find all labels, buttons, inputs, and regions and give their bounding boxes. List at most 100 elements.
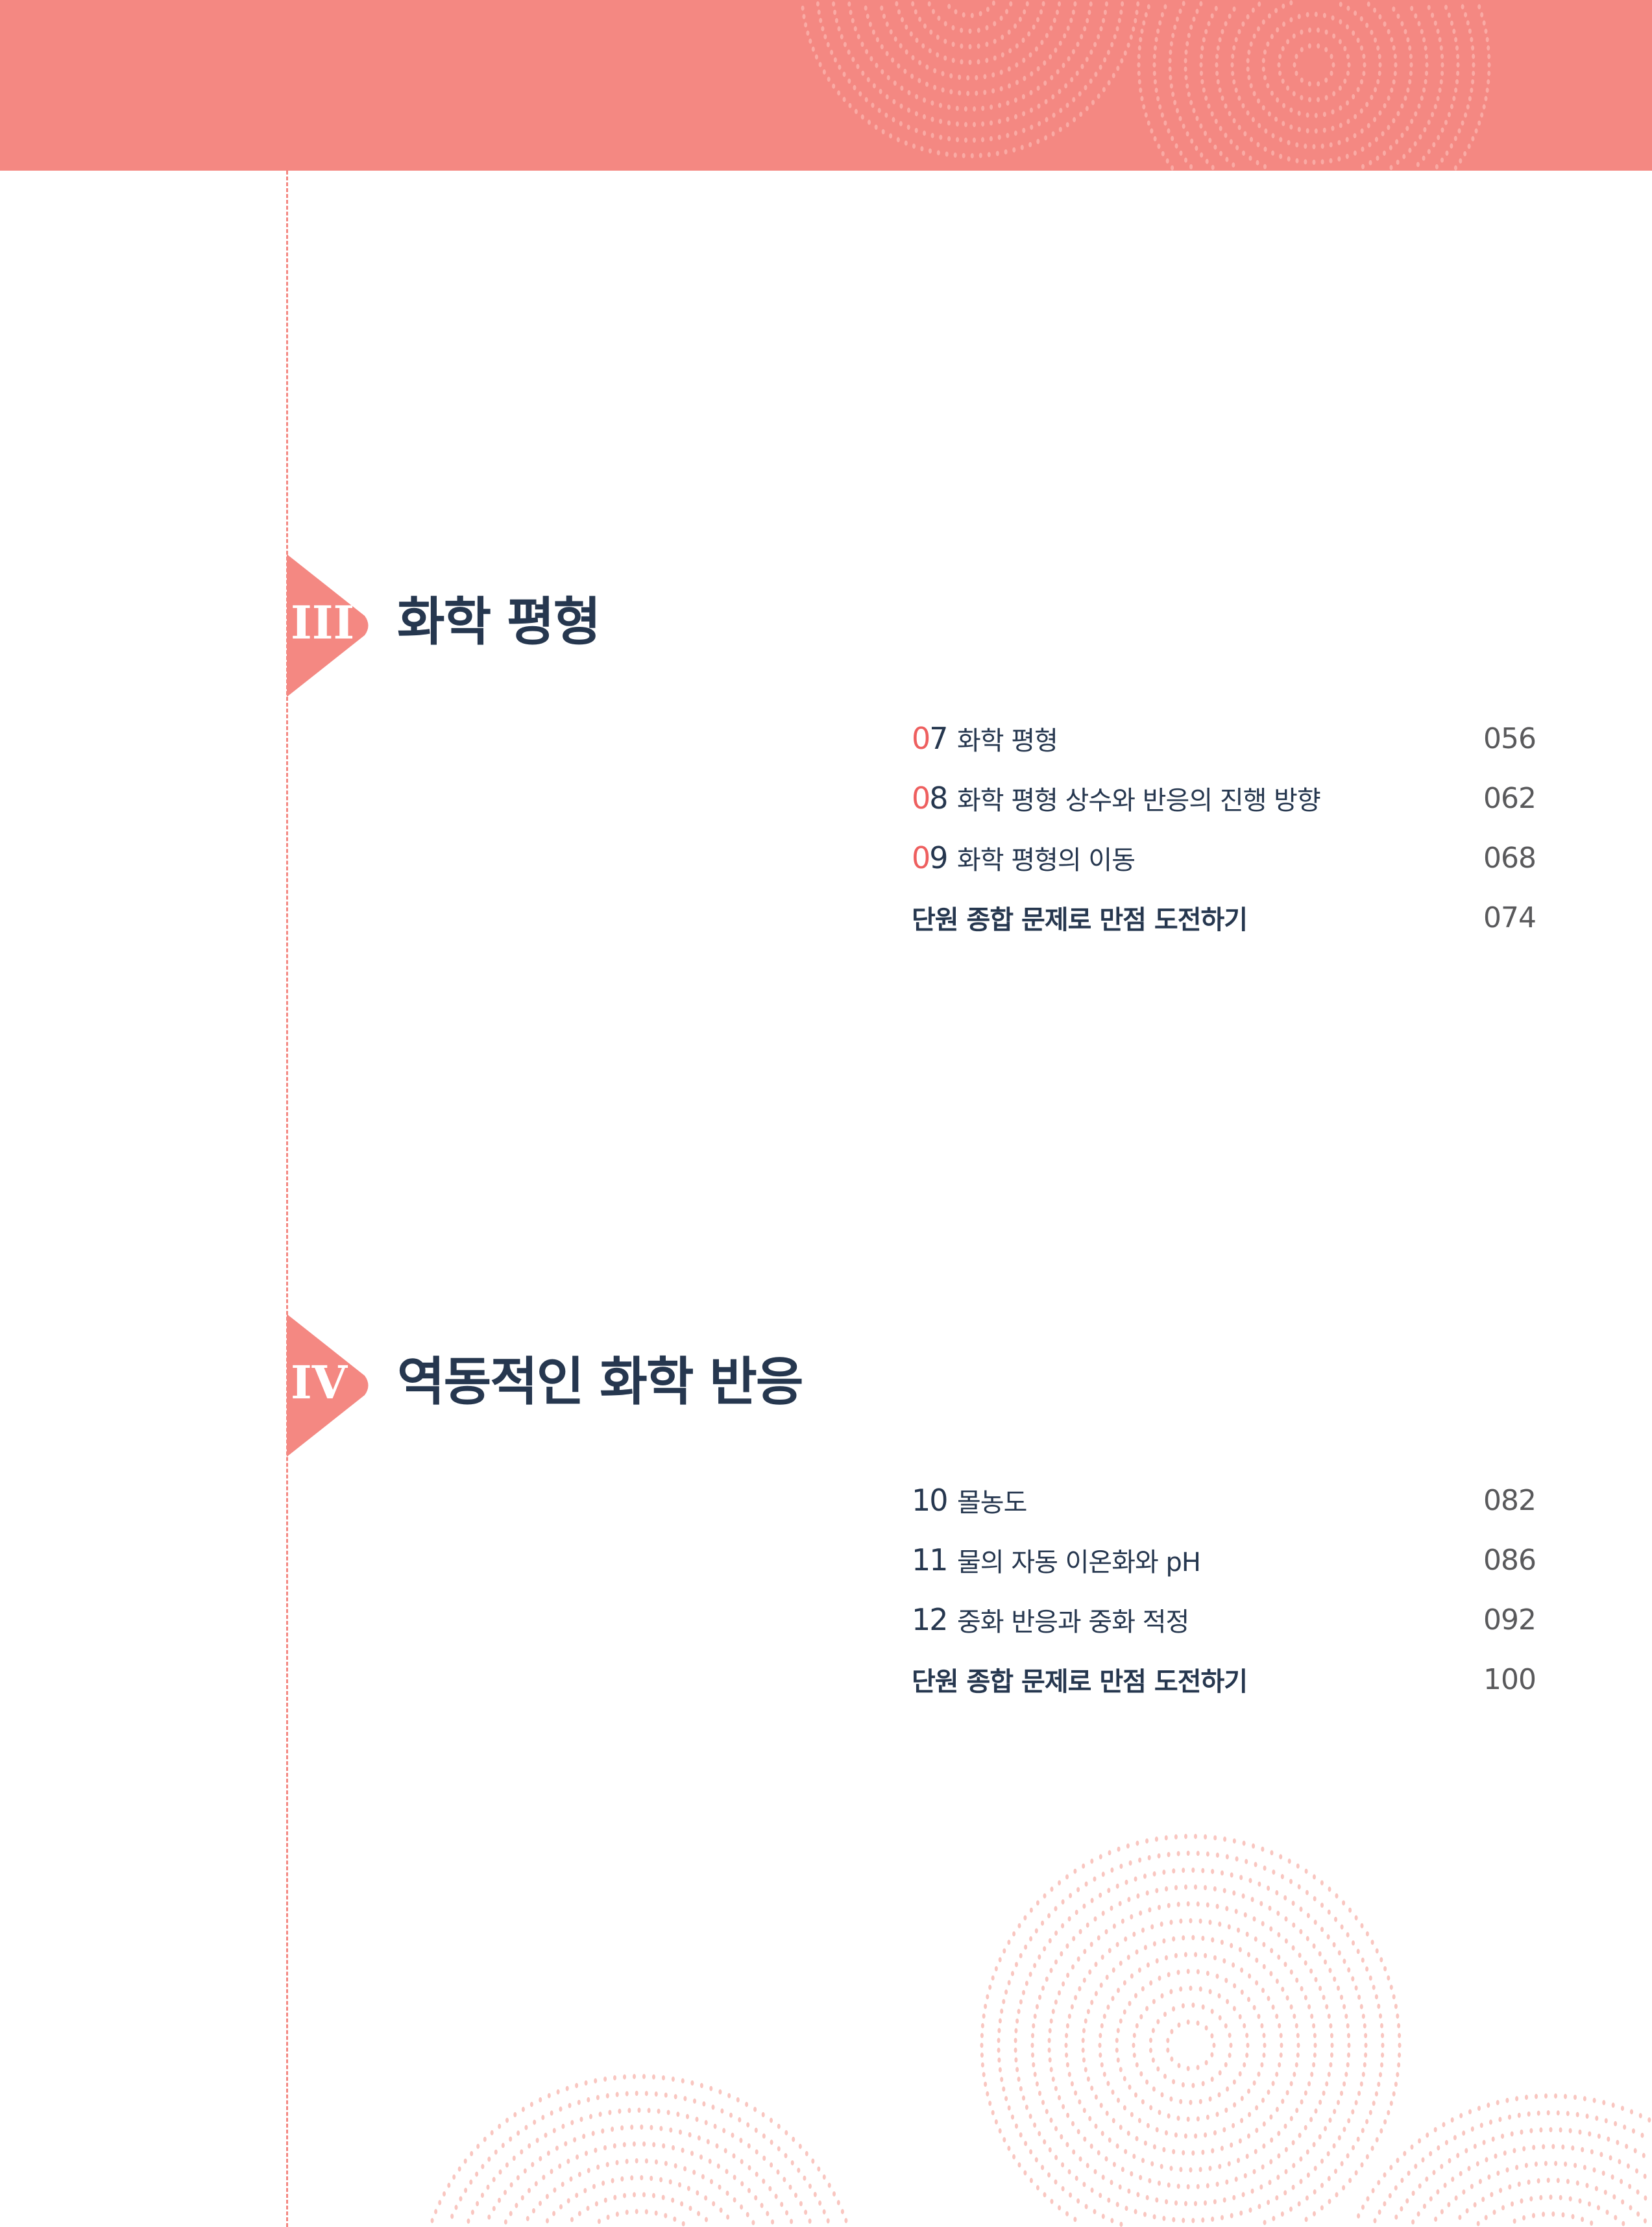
decoration-dot xyxy=(1306,128,1309,134)
decoration-dot xyxy=(1255,1980,1259,1986)
decoration-dot xyxy=(1241,1893,1245,1899)
decoration-dot xyxy=(1208,138,1212,143)
decoration-dot xyxy=(1471,136,1475,141)
decoration-dot xyxy=(546,2150,550,2156)
decoration-dot xyxy=(1061,1899,1065,1905)
decoration-dot xyxy=(1169,75,1172,80)
decoration-dot xyxy=(1017,2162,1021,2168)
decoration-dot xyxy=(1259,2184,1263,2190)
decoration-dot xyxy=(1048,1938,1052,1943)
decoration-dot xyxy=(1237,29,1241,34)
decoration-dot xyxy=(1300,77,1304,83)
decoration-dot xyxy=(1352,2145,1355,2150)
decoration-dot xyxy=(1033,2014,1037,2019)
decoration-dot xyxy=(1216,45,1220,51)
decoration-dot xyxy=(1171,165,1174,171)
decoration-dot xyxy=(531,2161,535,2167)
decoration-dot xyxy=(1211,1937,1215,1943)
decoration-dot xyxy=(985,42,989,47)
decoration-dot xyxy=(823,34,827,40)
decoration-dot xyxy=(1141,2099,1145,2105)
decoration-dot xyxy=(1110,1905,1113,1911)
decoration-dot xyxy=(893,36,897,42)
section-number: 11 xyxy=(912,1542,949,1577)
decoration-dot xyxy=(804,2209,808,2215)
decoration-dot xyxy=(881,69,884,75)
decoration-dot xyxy=(819,18,823,23)
decoration-dot xyxy=(755,2149,759,2155)
decoration-dot xyxy=(1455,45,1459,51)
decoration-dot xyxy=(494,2149,498,2155)
decoration-dot xyxy=(1445,151,1449,156)
decoration-dot xyxy=(911,55,915,60)
decoration-dot xyxy=(1250,136,1254,142)
decoration-dot xyxy=(1346,2062,1350,2067)
decoration-dot xyxy=(1431,112,1435,117)
decoration-dot xyxy=(1374,87,1377,93)
decoration-dot xyxy=(1281,79,1285,84)
decoration-dot xyxy=(903,68,907,74)
decoration-dot xyxy=(1106,49,1110,55)
decoration-dot xyxy=(986,2091,990,2097)
decoration-dot xyxy=(1065,122,1069,128)
decoration-dot xyxy=(1517,2112,1521,2118)
decoration-dot xyxy=(861,70,865,76)
decoration-dot xyxy=(1248,1878,1252,1884)
decoration-dot xyxy=(1069,1893,1073,1899)
decoration-dot xyxy=(642,2074,646,2080)
decoration-dot xyxy=(1137,62,1141,67)
decoration-dot xyxy=(1036,2185,1039,2191)
decoration-dot xyxy=(1162,2147,1166,2152)
decoration-dot xyxy=(1181,2003,1185,2009)
decoration-dot xyxy=(1346,70,1350,76)
decoration-dot xyxy=(1242,151,1245,156)
decoration-dot xyxy=(708,2158,712,2164)
decoration-dot xyxy=(1534,2161,1538,2167)
decoration-dot xyxy=(1152,1999,1156,2004)
decoration-dot xyxy=(705,2217,708,2222)
decoration-dot xyxy=(1221,2215,1224,2221)
decoration-dot xyxy=(587,2167,590,2173)
decoration-dot xyxy=(1032,2023,1036,2028)
decoration-dot xyxy=(1387,2110,1391,2115)
decoration-dot xyxy=(1313,2032,1317,2038)
decoration-dot xyxy=(686,2185,690,2191)
decoration-dot xyxy=(688,2206,692,2211)
decoration-dot xyxy=(1198,2167,1202,2172)
decoration-dot xyxy=(817,2166,821,2172)
decoration-dot xyxy=(1182,1868,1185,1873)
decoration-dot xyxy=(1466,20,1470,26)
decoration-dot xyxy=(1520,2129,1524,2135)
decoration-dot xyxy=(780,2202,784,2208)
decoration-dot xyxy=(664,2213,668,2219)
decoration-dot xyxy=(1022,128,1026,133)
decoration-dot xyxy=(1298,2132,1302,2138)
decoration-dot xyxy=(1184,1884,1187,1890)
decoration-dot xyxy=(1158,2110,1161,2115)
decoration-dot xyxy=(1436,95,1440,101)
decoration-dot xyxy=(1006,132,1010,138)
decoration-dot xyxy=(1040,40,1044,45)
decoration-dot xyxy=(542,2174,546,2180)
decoration-dot xyxy=(1061,1923,1065,1929)
decoration-dot xyxy=(659,2177,663,2183)
decoration-dot xyxy=(1160,12,1164,18)
decoration-dot xyxy=(1086,1922,1089,1928)
decoration-dot xyxy=(1230,1943,1233,1949)
decoration-dot xyxy=(1232,2123,1235,2128)
decoration-dot xyxy=(1093,42,1097,47)
decoration-dot xyxy=(1571,2145,1575,2151)
decoration-dot xyxy=(1184,157,1187,163)
decoration-dot xyxy=(1294,2062,1298,2068)
decoration-dot xyxy=(871,29,875,35)
decoration-dot xyxy=(1184,1834,1187,1840)
chapter-title: 역동적인 화학 반응 xyxy=(397,1352,804,1412)
